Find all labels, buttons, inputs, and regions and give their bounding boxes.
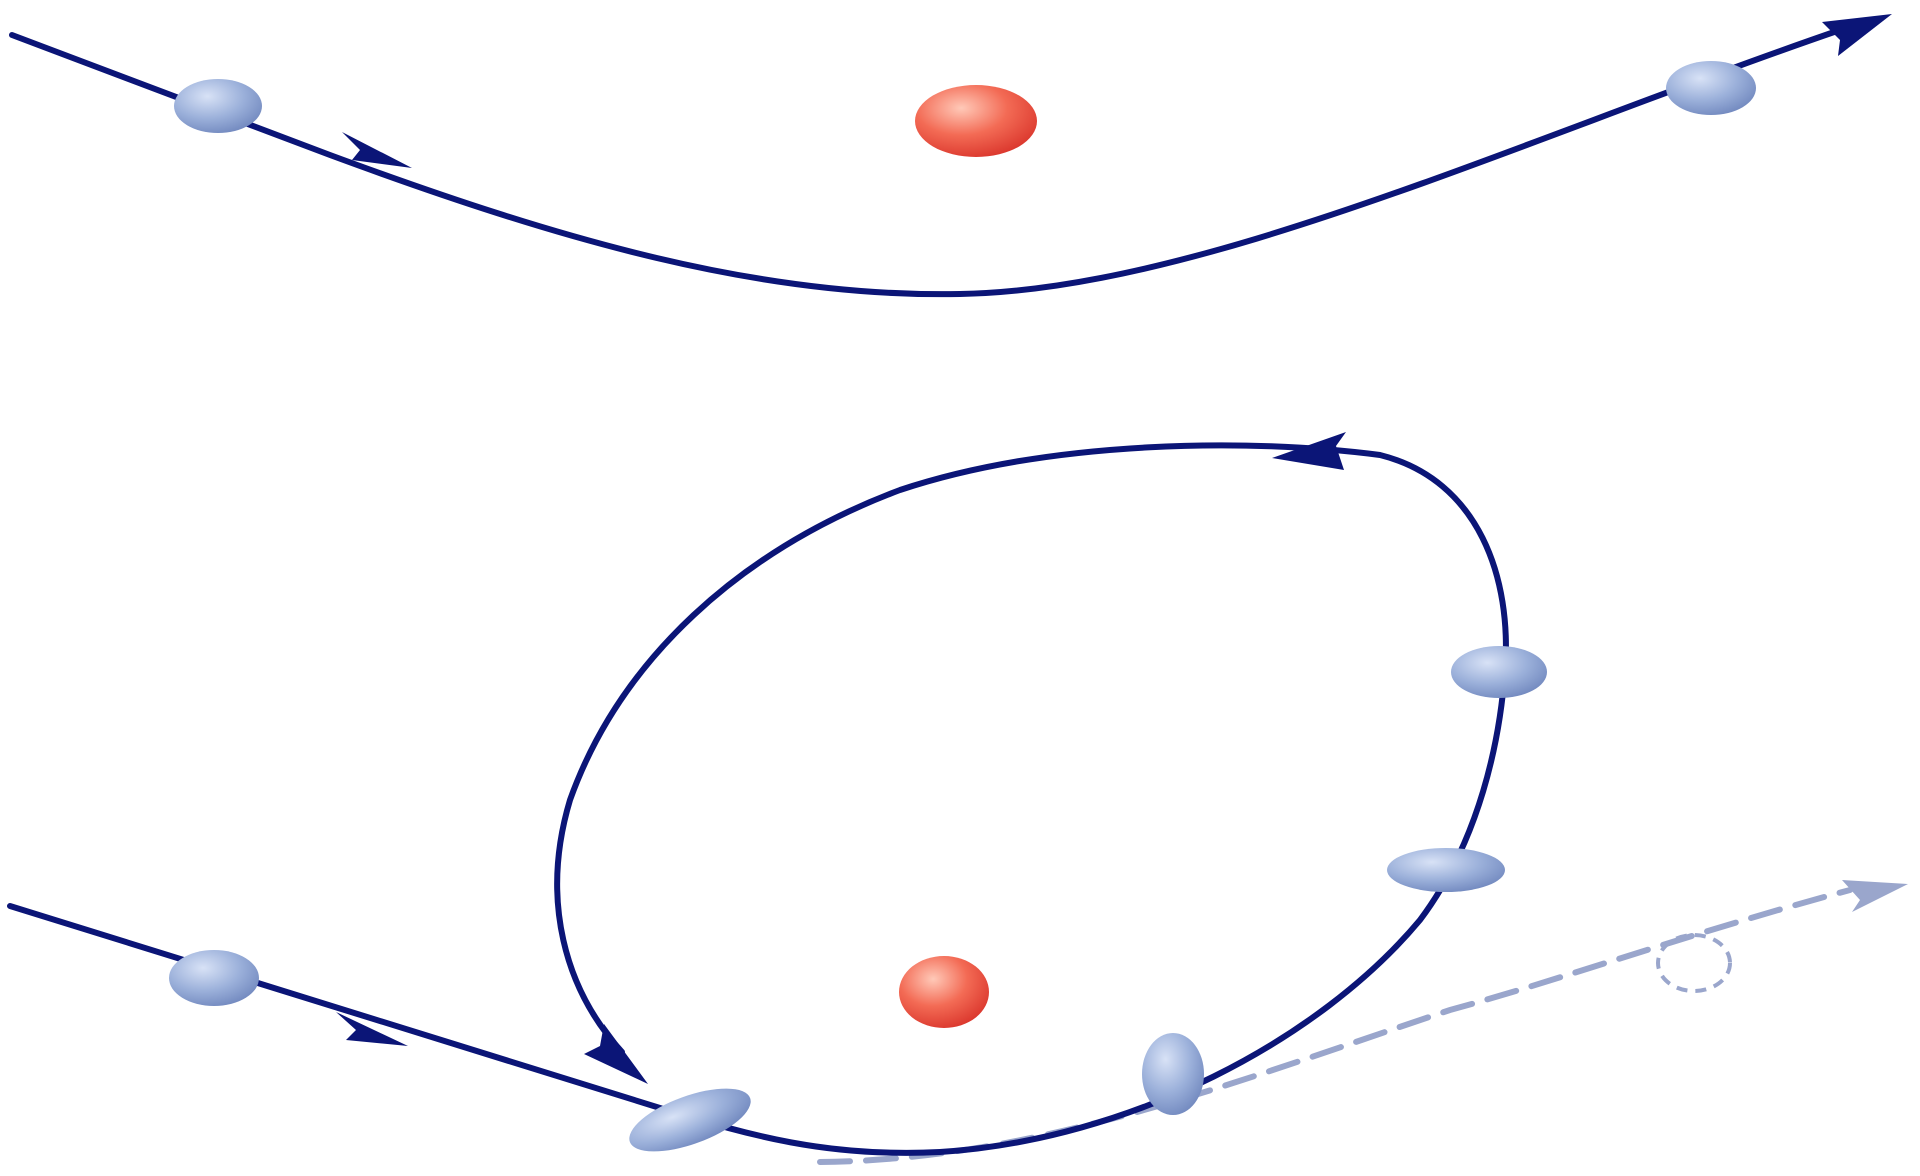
scattering-panel	[9, 14, 1892, 298]
orbit-loop	[554, 442, 1509, 1055]
deformed-projectile-nucleus	[629, 1088, 751, 1152]
scattering-trajectory	[9, 27, 1843, 298]
target-nucleus	[915, 85, 1037, 157]
capture-panel	[7, 432, 1908, 1165]
deformed-projectile-nucleus	[1387, 848, 1505, 892]
ghost-arrowhead-icon	[1842, 880, 1908, 912]
arrowhead-icon	[1822, 14, 1892, 56]
incoming-trajectory	[7, 667, 1508, 1156]
projectile-nucleus	[1451, 646, 1547, 698]
arrowhead-icon	[342, 132, 412, 168]
ghost-trajectory	[817, 887, 1853, 1165]
target-nucleus	[899, 956, 989, 1028]
arrowhead-icon	[336, 1012, 408, 1046]
ghost-projectile-icon	[1656, 933, 1732, 993]
projectile-nucleus	[169, 950, 259, 1006]
arrowhead-icon	[584, 1024, 648, 1084]
arrowhead-icon	[1272, 432, 1346, 470]
projectile-nucleus	[174, 79, 262, 133]
deformed-projectile-nucleus	[1142, 1033, 1204, 1115]
projectile-nucleus	[1666, 61, 1756, 115]
